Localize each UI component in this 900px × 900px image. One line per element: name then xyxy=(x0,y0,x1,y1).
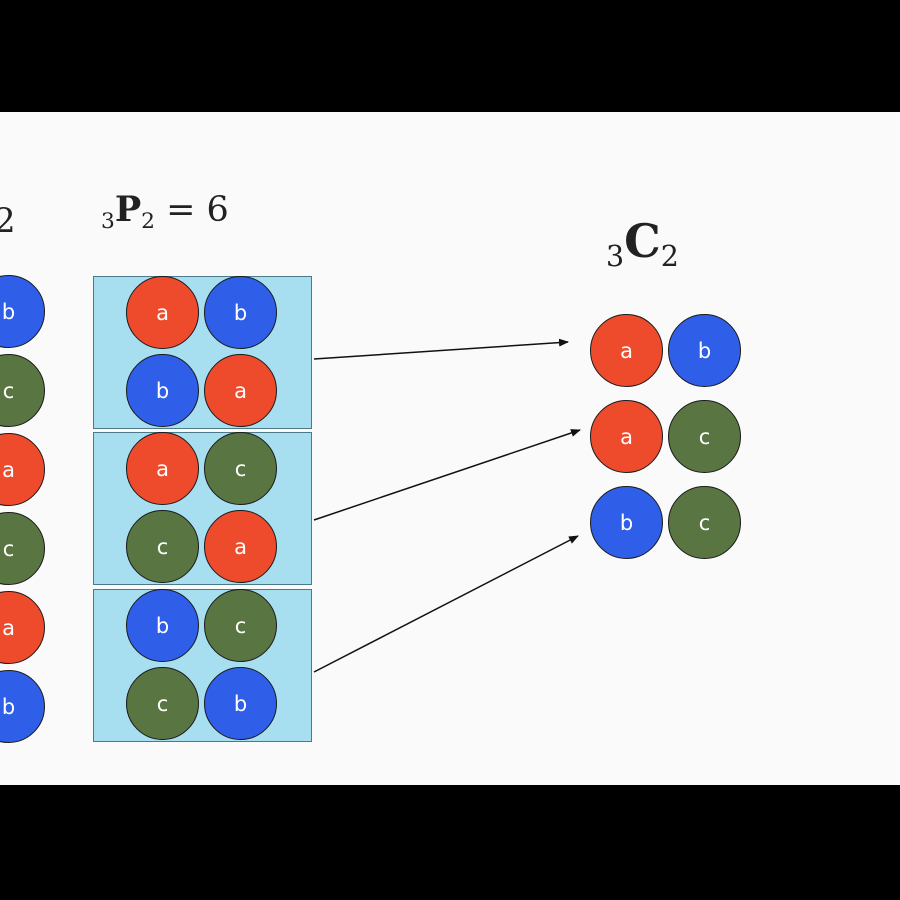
ball-b: b xyxy=(204,276,277,349)
arrow-3 xyxy=(313,535,579,673)
combination-label-sub: 2 xyxy=(660,240,679,274)
combination-label-pre: 3 xyxy=(606,240,625,274)
ball-a: a xyxy=(126,276,199,349)
arrow-2 xyxy=(313,429,581,521)
permutation-label-eq: = 6 xyxy=(154,190,229,230)
ball-a: a xyxy=(204,354,277,427)
ball-b: b xyxy=(126,589,199,662)
permutation-label-main: P xyxy=(114,189,142,230)
permutation-label-pre: 3 xyxy=(101,208,115,234)
permutation-label-sub: 2 xyxy=(141,208,155,234)
ball-c: c xyxy=(204,432,277,505)
ball-c: c xyxy=(668,486,741,559)
ball-b: b xyxy=(126,354,199,427)
ball-a: a xyxy=(590,400,663,473)
left-partial-label: 2 xyxy=(0,204,16,238)
ball-b: b xyxy=(590,486,663,559)
combination-label: 3C2 xyxy=(606,218,679,272)
ball-c: c xyxy=(126,510,199,583)
permutation-label: 3P2 = 6 xyxy=(101,192,229,233)
ball-a: a xyxy=(204,510,277,583)
mapping-arrows xyxy=(313,338,581,673)
combination-label-main: C xyxy=(624,214,661,268)
ball-c: c xyxy=(126,667,199,740)
ball-c: c xyxy=(668,400,741,473)
ball-a: a xyxy=(126,432,199,505)
ball-a: a xyxy=(590,314,663,387)
left-partial-label-text: 2 xyxy=(0,201,16,241)
ball-c: c xyxy=(204,589,277,662)
ball-b: b xyxy=(204,667,277,740)
arrow-1 xyxy=(313,338,569,360)
ball-b: b xyxy=(668,314,741,387)
